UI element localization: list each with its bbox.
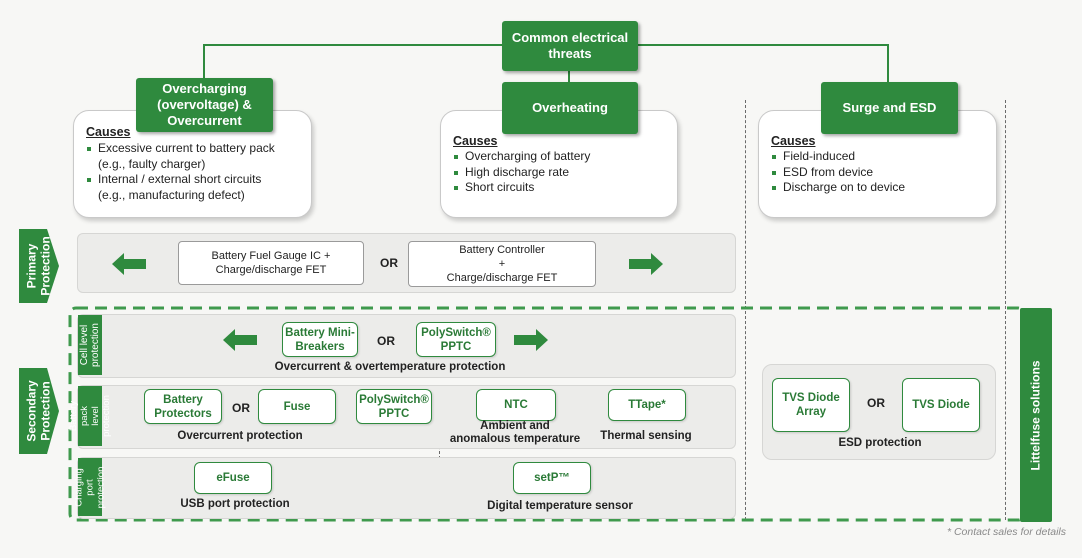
top-threats-header: Common electrical threats: [502, 21, 638, 71]
primary-protection-label: Primary Protection: [19, 229, 59, 303]
cause-item: Short circuits: [453, 180, 673, 196]
tvs-diode-array-box: TVS Diode Array: [772, 378, 850, 432]
tvs-diode-box: TVS Diode: [902, 378, 980, 432]
ttape-caption: Thermal sensing: [600, 430, 692, 442]
cause-item: Discharge on to device: [771, 180, 991, 196]
fuel-gauge-box: Battery Fuel Gauge IC + Charge/discharge…: [178, 241, 364, 285]
ttape-box: TTape*: [608, 389, 686, 421]
cell-level-label: Cell level protection: [78, 315, 102, 375]
battery-mini-breakers-box: Battery Mini- Breakers: [282, 322, 358, 357]
littelfuse-solutions-label: Littelfuse solutions: [1020, 308, 1052, 522]
esd-caption: ESD protection: [838, 437, 922, 449]
polyswitch-pptc-box: PolySwitch® PPTC: [416, 322, 496, 357]
causes-title: Causes: [86, 125, 131, 139]
arrow-left-icon: [223, 329, 257, 351]
pack-level-label: Battery pack level protection: [68, 386, 112, 446]
cause-item: Overcharging of battery: [453, 149, 673, 165]
overheating-header: Overheating: [502, 82, 638, 134]
connector-line: [568, 60, 570, 82]
cause-item: Field-induced: [771, 149, 991, 165]
causes-title: Causes: [771, 134, 816, 148]
efuse-box: eFuse: [194, 462, 272, 494]
arrow-right-icon: [629, 253, 663, 275]
setp-box: setP™: [513, 462, 591, 494]
secondary-protection-label: Secondary Protection: [19, 368, 59, 454]
surge-esd-header: Surge and ESD: [821, 82, 958, 134]
fuse-box: Fuse: [258, 389, 336, 424]
cause-item: Internal / external short circuits(e.g.,…: [86, 172, 308, 203]
cause-item: ESD from device: [771, 165, 991, 181]
column-divider: [439, 392, 440, 518]
causes-list: Overcharging of battery High discharge r…: [453, 149, 673, 196]
setp-caption: Digital temperature sensor: [487, 500, 633, 512]
efuse-caption: USB port protection: [180, 498, 290, 510]
charging-port-label: Charging port protection: [74, 458, 107, 516]
or-label: OR: [232, 401, 250, 415]
ntc-box: NTC: [476, 389, 556, 421]
battery-protectors-box: Battery Protectors: [144, 389, 222, 424]
arrow-left-icon: [112, 253, 146, 275]
footnote: * Contact sales for details: [946, 526, 1066, 538]
causes-box-overcharging: Causes Excessive current to battery pack…: [73, 110, 312, 218]
column-divider: [745, 100, 746, 520]
or-label: OR: [377, 334, 395, 348]
causes-title: Causes: [453, 134, 498, 148]
cell-level-row: [77, 314, 736, 378]
or-label: OR: [380, 256, 398, 270]
cause-item: High discharge rate: [453, 165, 673, 181]
charging-port-row: [77, 457, 736, 519]
connector-line: [203, 44, 205, 80]
connector-line: [887, 44, 889, 82]
causes-list: Excessive current to battery pack(e.g., …: [86, 141, 308, 203]
or-label: OR: [867, 396, 885, 410]
arrow-right-icon: [514, 329, 548, 351]
overcharging-header: Overcharging (overvoltage) & Overcurrent: [136, 78, 273, 132]
ntc-caption: Ambient and anomalous temperature: [449, 420, 581, 445]
pack-caption: Overcurrent protection: [177, 430, 303, 442]
causes-list: Field-induced ESD from device Discharge …: [771, 149, 991, 196]
cause-item: Excessive current to battery pack(e.g., …: [86, 141, 308, 172]
battery-controller-box: Battery Controller + Charge/discharge FE…: [408, 241, 596, 287]
polyswitch-pptc-box: PolySwitch® PPTC: [356, 389, 432, 424]
cell-caption: Overcurrent & overtemperature protection: [274, 361, 506, 373]
column-divider: [1005, 100, 1006, 520]
